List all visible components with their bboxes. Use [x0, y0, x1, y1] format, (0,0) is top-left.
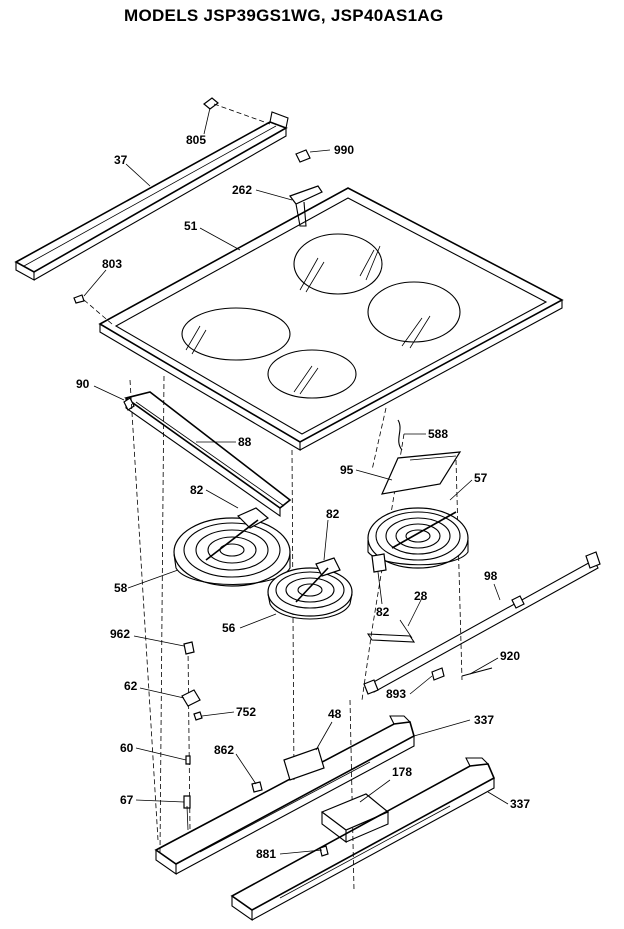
label-82-left: 82	[190, 483, 204, 497]
label-805: 805	[186, 133, 206, 147]
label-62: 62	[124, 679, 138, 693]
label-920: 920	[500, 649, 520, 663]
label-262: 262	[232, 183, 252, 197]
label-588: 588	[428, 427, 448, 441]
label-962: 962	[110, 627, 130, 641]
label-82-center: 82	[326, 507, 340, 521]
label-337-lower: 337	[510, 797, 530, 811]
screw-805	[203, 97, 271, 125]
label-56: 56	[222, 621, 236, 635]
label-60: 60	[120, 741, 134, 755]
label-58: 58	[114, 581, 128, 595]
front-frame	[123, 391, 292, 518]
label-88: 88	[238, 435, 252, 449]
surface-unit-56	[267, 557, 353, 620]
shield-95	[380, 419, 462, 495]
label-82-right: 82	[376, 605, 390, 619]
clip-990	[295, 149, 311, 163]
label-862: 862	[214, 743, 234, 757]
surface-unit-57	[367, 507, 469, 573]
label-51: 51	[184, 219, 198, 233]
surface-unit-58	[173, 507, 291, 587]
clip-28	[366, 619, 416, 643]
burner-box-tray-upper	[154, 715, 415, 876]
terminal-block-178	[320, 793, 390, 844]
rear-trim-bar	[14, 111, 289, 281]
label-67: 67	[120, 793, 134, 807]
label-98: 98	[484, 569, 498, 583]
part-labels: 805 37 990 262 51 803 90 88 588 95 57 82…	[76, 133, 530, 861]
label-57: 57	[474, 471, 488, 485]
rod-98	[363, 551, 601, 695]
label-48: 48	[328, 707, 342, 721]
leader-lines	[83, 107, 509, 855]
label-881: 881	[256, 847, 276, 861]
assembly-guide-lines	[129, 375, 463, 891]
label-90: 90	[76, 377, 90, 391]
hinge-assembly	[181, 641, 203, 831]
diagram-title: MODELS JSP39GS1WG, JSP40AS1AG	[124, 6, 444, 25]
burner-box-tray-lower	[230, 757, 496, 922]
glass-cooktop	[98, 187, 564, 451]
label-37: 37	[114, 153, 128, 167]
screw-803	[73, 294, 113, 325]
label-28: 28	[414, 589, 428, 603]
bracket-262	[289, 185, 323, 227]
screw-893	[431, 667, 445, 681]
spring-920	[461, 667, 493, 677]
label-178: 178	[392, 765, 412, 779]
label-893: 893	[386, 687, 406, 701]
label-95: 95	[340, 463, 354, 477]
label-990: 990	[334, 143, 354, 157]
label-803: 803	[102, 257, 122, 271]
label-337-upper: 337	[474, 713, 494, 727]
label-752: 752	[236, 705, 256, 719]
